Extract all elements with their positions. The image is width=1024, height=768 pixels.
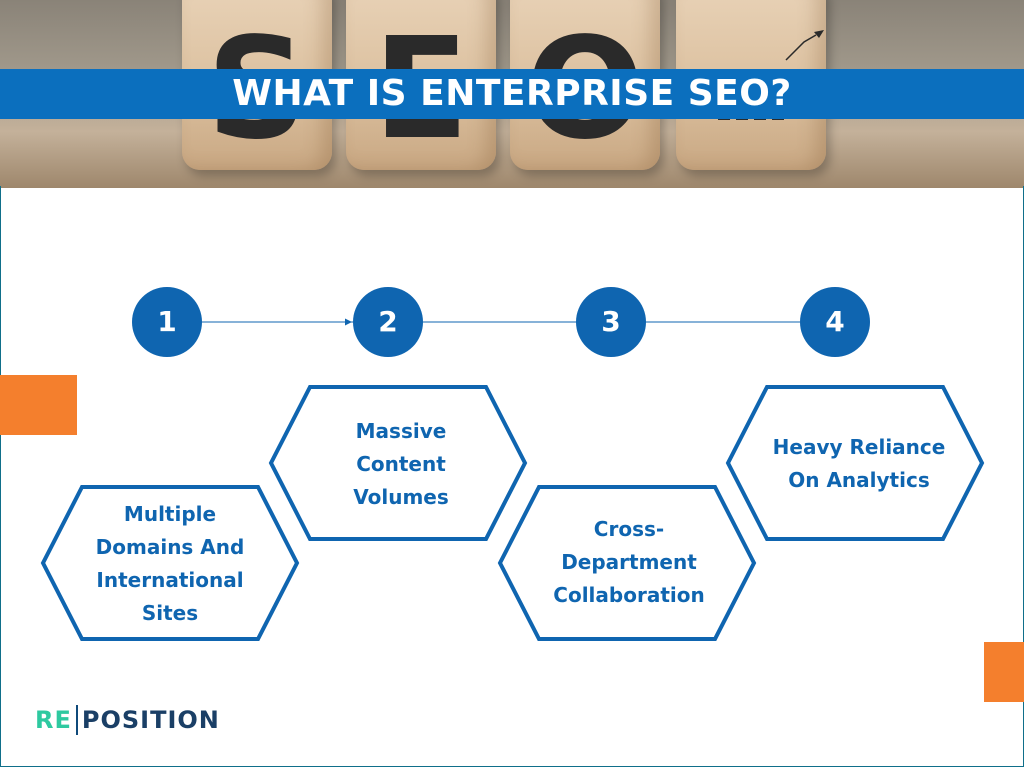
- step-label-4: Heavy Reliance On Analytics: [772, 435, 946, 492]
- logo-text-re: RE: [35, 706, 72, 734]
- hexagon-step-1: [40, 485, 300, 641]
- step-label-2: Massive Content Volumes: [353, 418, 449, 509]
- accent-block-left: [0, 375, 77, 435]
- step-number-3: 3: [576, 287, 646, 357]
- logo-text-position: POSITION: [81, 706, 220, 734]
- step-number-1: 1: [132, 287, 202, 357]
- step-label-1: Multiple Domains And International Sites: [95, 502, 245, 625]
- hexagon-step-4: [725, 385, 985, 541]
- hexagon-step-2: [268, 385, 528, 541]
- page-title: WHAT IS ENTERPRISE SEO?: [232, 73, 792, 114]
- step-label-3: Cross-Department Collaboration: [553, 516, 705, 607]
- logo-divider: [75, 705, 78, 735]
- hexagon-step-3: [497, 485, 757, 641]
- step-number-2: 2: [353, 287, 423, 357]
- reposition-logo: RE POSITION: [35, 702, 220, 738]
- title-bar: [0, 69, 1024, 119]
- accent-block-right: [984, 642, 1024, 702]
- step-number-4: 4: [800, 287, 870, 357]
